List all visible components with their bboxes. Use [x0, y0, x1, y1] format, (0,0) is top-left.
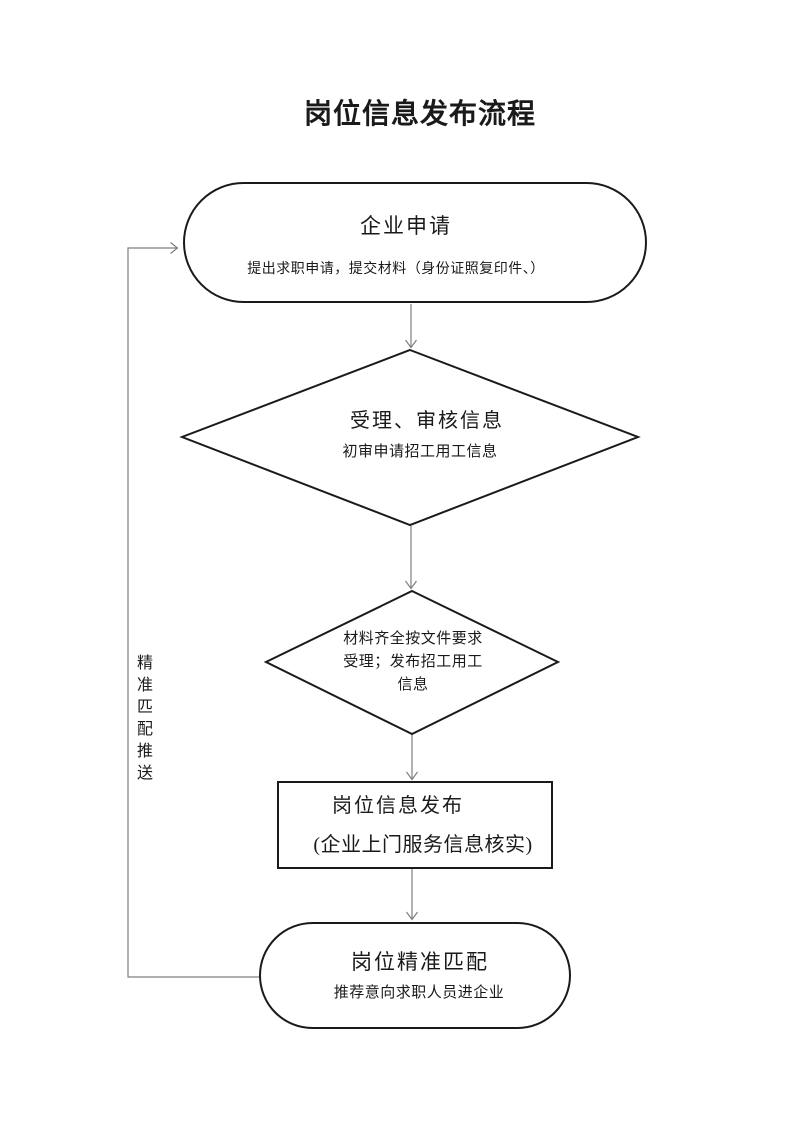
arrowhead-review-to-check: [405, 580, 417, 590]
enterprise-apply-subtitle: 提出求职申请，提交材料（身份证照复印件、）: [247, 260, 545, 276]
arrowhead-publish-to-match: [406, 911, 418, 921]
publish-subtitle: (企业上门服务信息核实): [313, 834, 533, 856]
materials-check-diamond-shape: [263, 589, 561, 736]
enterprise-apply-title: 企业申请: [360, 215, 452, 238]
materials-check-text: 材料齐全按文件要求 受理；发布招工用工 信息: [343, 631, 483, 693]
feedback-loop-line: [127, 247, 260, 978]
enterprise-apply-shape: [183, 182, 647, 303]
precise-match-title: 岗位精准匹配: [351, 950, 489, 974]
precise-match-shape: [259, 922, 571, 1029]
feedback-loop-label: 精准匹配推送: [134, 654, 151, 786]
accept-review-subtitle: 初审申请招工用工信息: [342, 444, 498, 460]
publish-rect-shape: [277, 781, 553, 869]
page-title: 岗位信息发布流程: [303, 99, 537, 130]
arrowhead-apply-to-review: [405, 339, 417, 349]
feedback-arrowhead: [170, 242, 179, 254]
arrowhead-check-to-publish: [406, 771, 418, 781]
shape-group: [179, 182, 647, 1029]
publish-title: 岗位信息发布: [332, 795, 464, 817]
accept-review-diamond-shape: [179, 348, 641, 527]
precise-match-subtitle: 推荐意向求职人员进企业: [333, 985, 505, 1001]
accept-review-title: 受理、审核信息: [350, 410, 504, 432]
connector-group: [127, 242, 418, 978]
